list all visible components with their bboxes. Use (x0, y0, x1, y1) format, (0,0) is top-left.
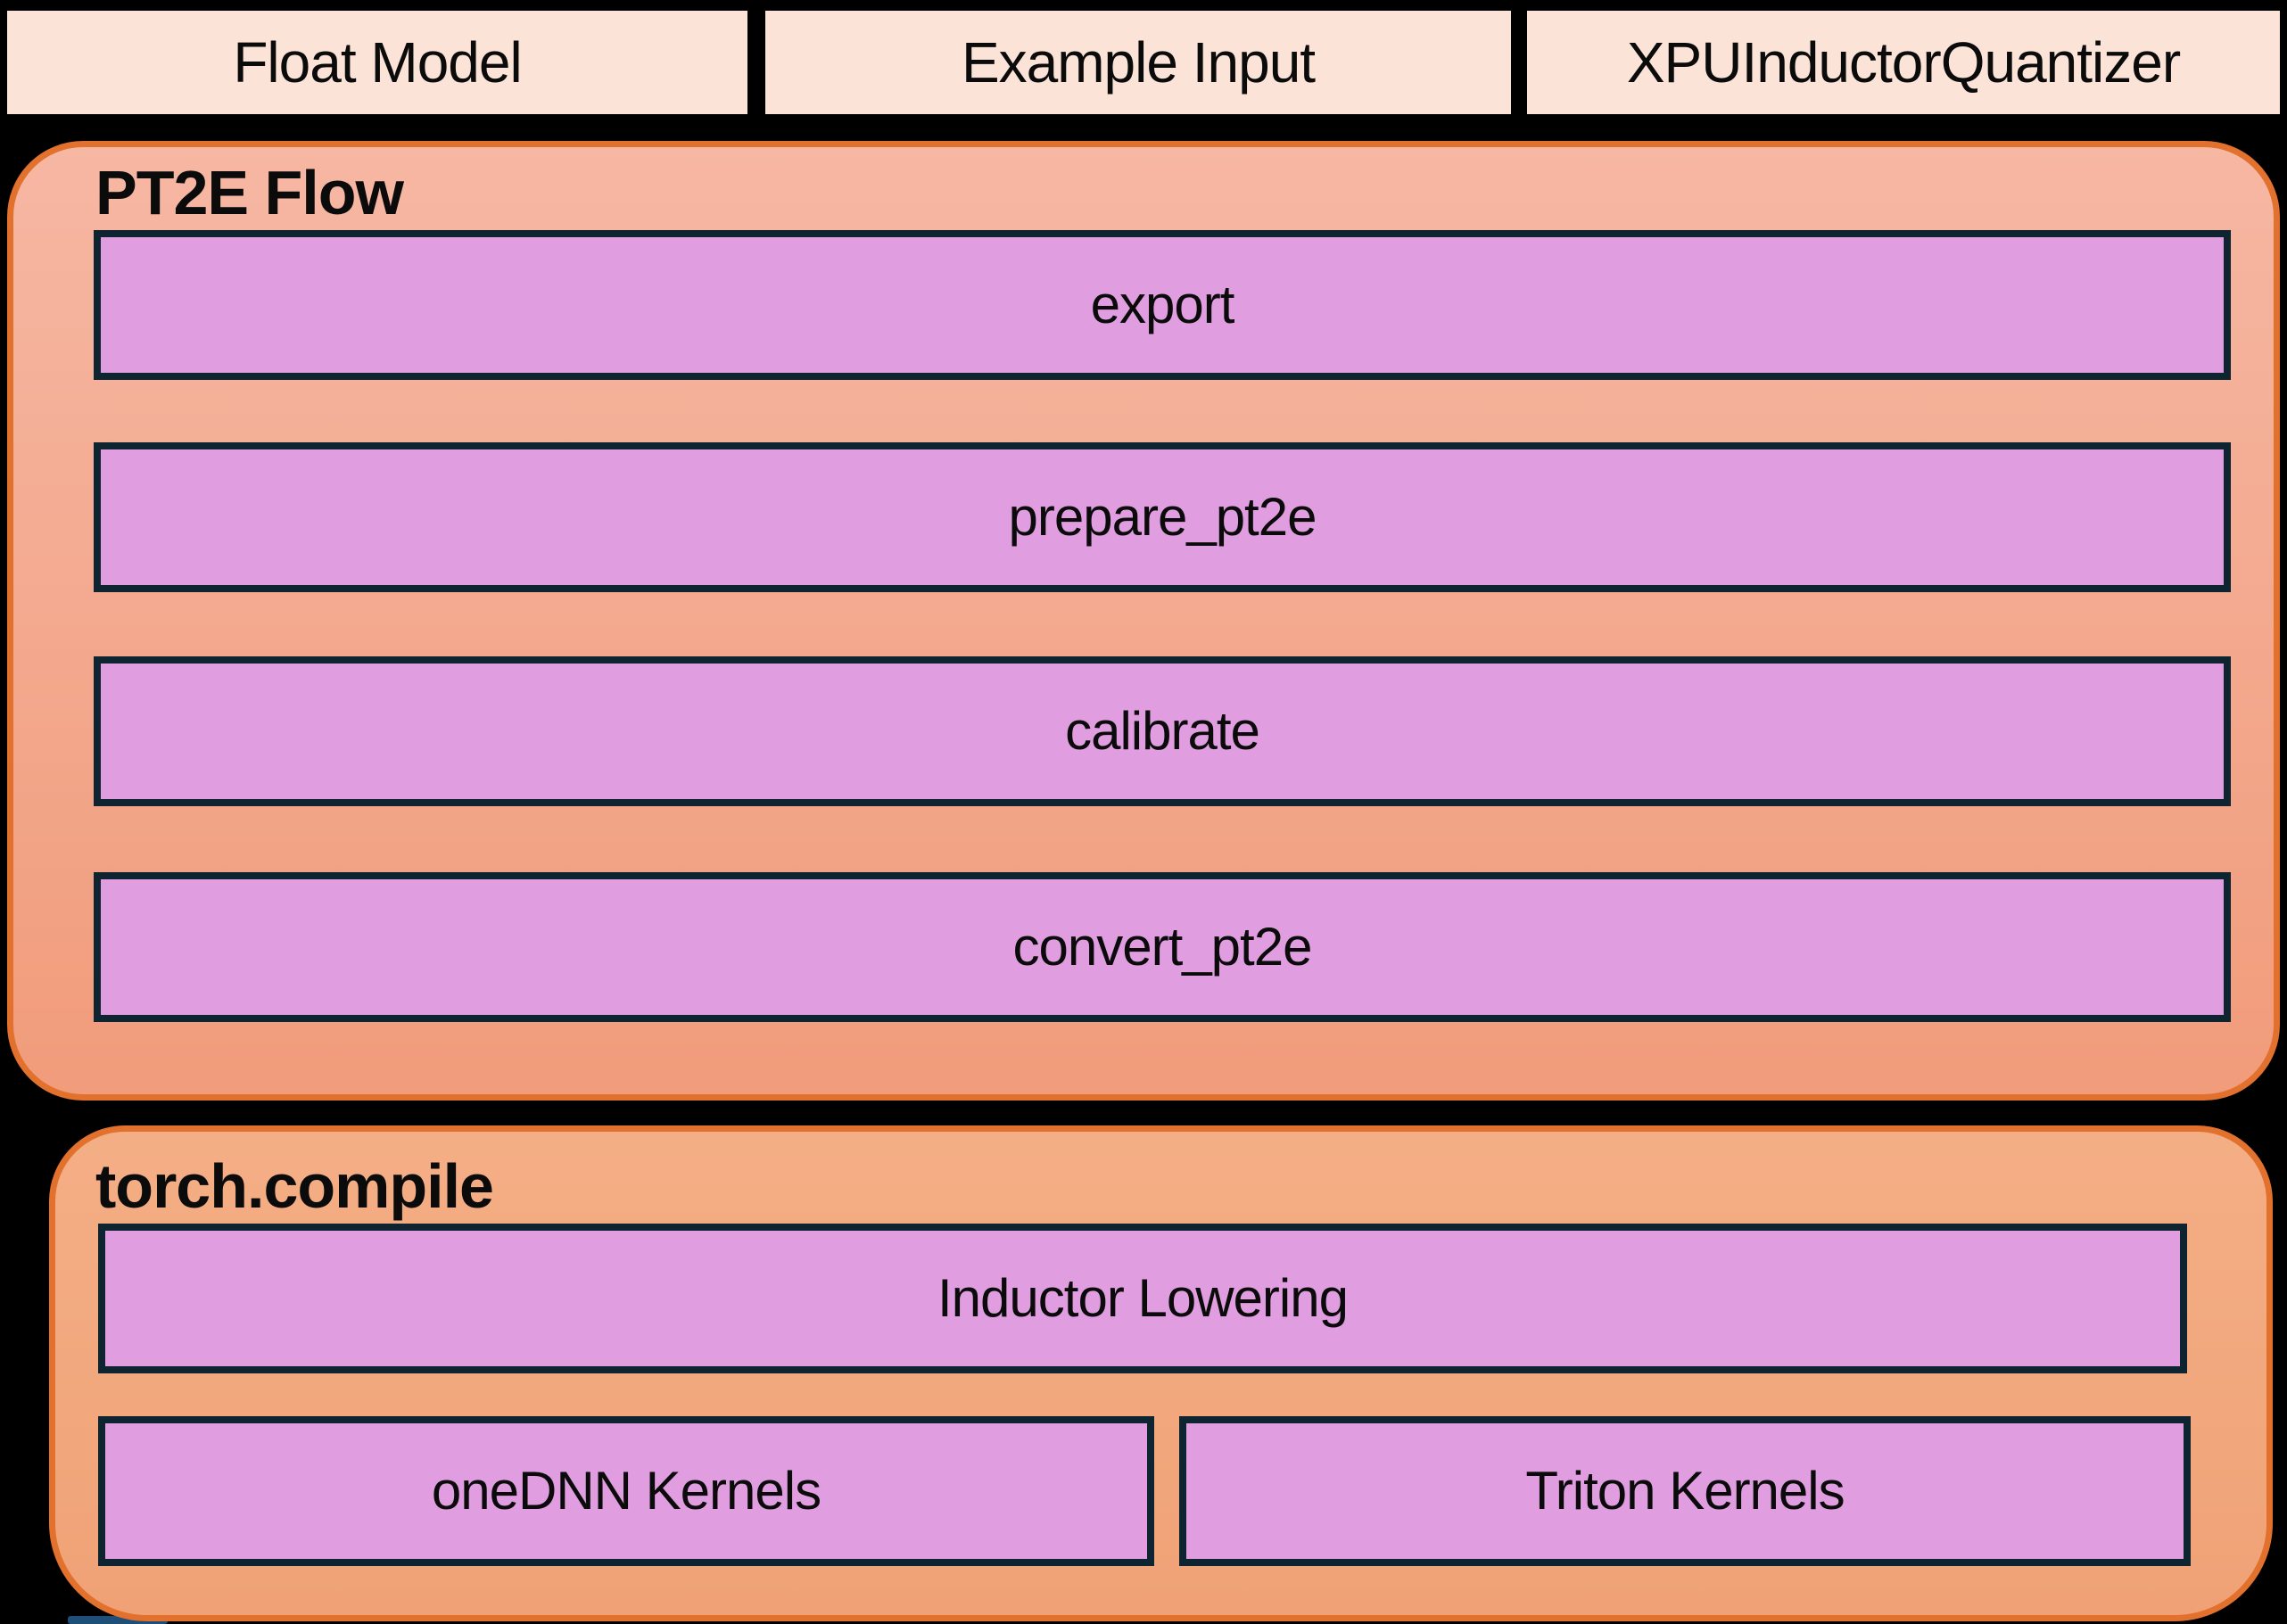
triton-kernels-box: Triton Kernels (1179, 1416, 2191, 1566)
xpu-inductor-quantizer-label: XPUInductorQuantizer (1626, 30, 2181, 95)
triton-kernels-label: Triton Kernels (1525, 1461, 1845, 1521)
step-calibrate-label: calibrate (1065, 701, 1260, 761)
xpu-inductor-quantizer-box: XPUInductorQuantizer (1527, 11, 2280, 114)
step-convert-pt2e: convert_pt2e (94, 872, 2231, 1022)
torch-compile-container: torch.compile Inductor Lowering oneDNN K… (49, 1125, 2273, 1621)
step-prepare-pt2e: prepare_pt2e (94, 442, 2231, 592)
example-input-label: Example Input (961, 30, 1316, 95)
clipped-blue-shape (68, 1616, 168, 1624)
step-prepare-pt2e-label: prepare_pt2e (1008, 487, 1317, 547)
onednn-kernels-label: oneDNN Kernels (431, 1461, 822, 1521)
step-export-label: export (1090, 275, 1235, 334)
onednn-kernels-box: oneDNN Kernels (98, 1416, 1154, 1566)
inductor-lowering-box: Inductor Lowering (98, 1224, 2187, 1373)
step-calibrate: calibrate (94, 656, 2231, 806)
example-input-box: Example Input (765, 11, 1511, 114)
float-model-box: Float Model (7, 11, 747, 114)
pt2e-flow-title: PT2E Flow (95, 158, 404, 227)
step-export: export (94, 230, 2231, 380)
torch-compile-title: torch.compile (95, 1151, 494, 1221)
float-model-label: Float Model (233, 30, 522, 95)
step-convert-pt2e-label: convert_pt2e (1012, 917, 1313, 977)
inductor-lowering-label: Inductor Lowering (937, 1268, 1349, 1328)
pt2e-flow-container: PT2E Flow export prepare_pt2e calibrate … (7, 141, 2280, 1101)
